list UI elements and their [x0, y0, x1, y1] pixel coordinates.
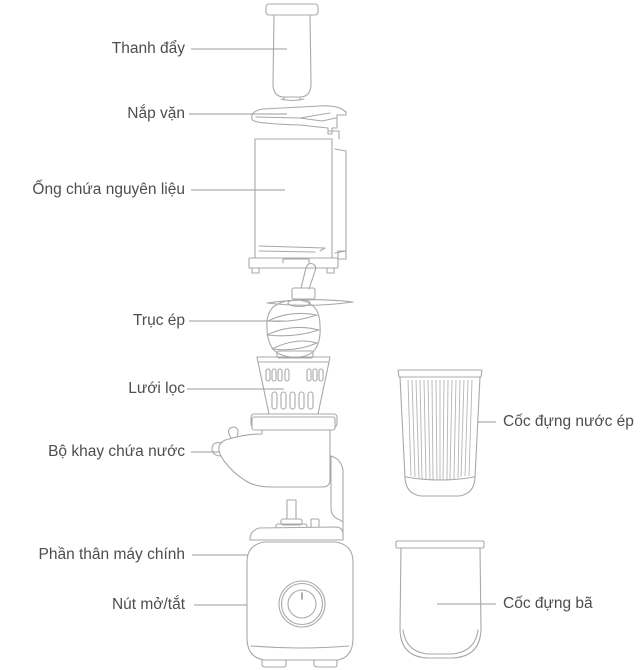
label-auger: Trục ép: [133, 312, 185, 329]
label-lid: Nắp vặn: [127, 105, 185, 122]
tray-drawing: [211, 416, 344, 541]
label-juice-cup: Cốc đựng nước ép: [503, 413, 634, 430]
label-main-body: Phần thân máy chính: [38, 546, 186, 563]
label-hopper: Ống chứa nguyên liệu: [32, 181, 185, 198]
label-tray: Bộ khay chứa nước: [48, 443, 185, 460]
label-power-button: Nút mở/tắt: [111, 596, 185, 613]
juice-cup-drawing: [397, 369, 483, 497]
pulp-cup-drawing: [395, 540, 485, 659]
label-filter: Lưới lọc: [128, 380, 185, 397]
auger-drawing: [266, 262, 354, 359]
label-pulp-cup: Cốc đựng bã: [503, 595, 593, 612]
hopper-drawing: [248, 130, 347, 274]
push-rod-drawing: [265, 3, 319, 102]
juice-cup-ribs: [407, 379, 473, 481]
lid-drawing: [251, 105, 347, 135]
main-body-drawing: [246, 499, 354, 668]
label-push-rod: Thanh đẩy: [111, 40, 185, 57]
power-knob-drawing: [278, 580, 326, 628]
